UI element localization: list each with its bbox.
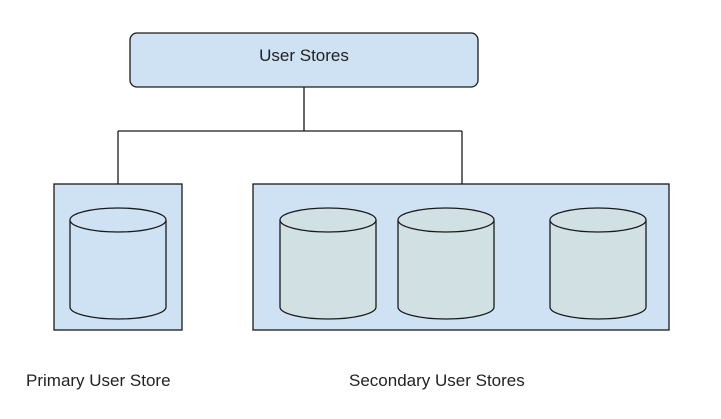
primary-database-icon bbox=[69, 207, 167, 320]
connector-lines bbox=[117, 87, 463, 184]
secondary-database-icon-3 bbox=[549, 207, 647, 320]
secondary-user-stores-caption: Secondary User Stores bbox=[349, 371, 525, 390]
primary-user-store-caption: Primary User Store bbox=[26, 371, 171, 390]
user-stores-title: User Stores bbox=[259, 46, 349, 65]
secondary-database-icon-2 bbox=[397, 207, 495, 320]
user-stores-box bbox=[129, 32, 479, 88]
secondary-database-icon-1 bbox=[279, 207, 377, 320]
